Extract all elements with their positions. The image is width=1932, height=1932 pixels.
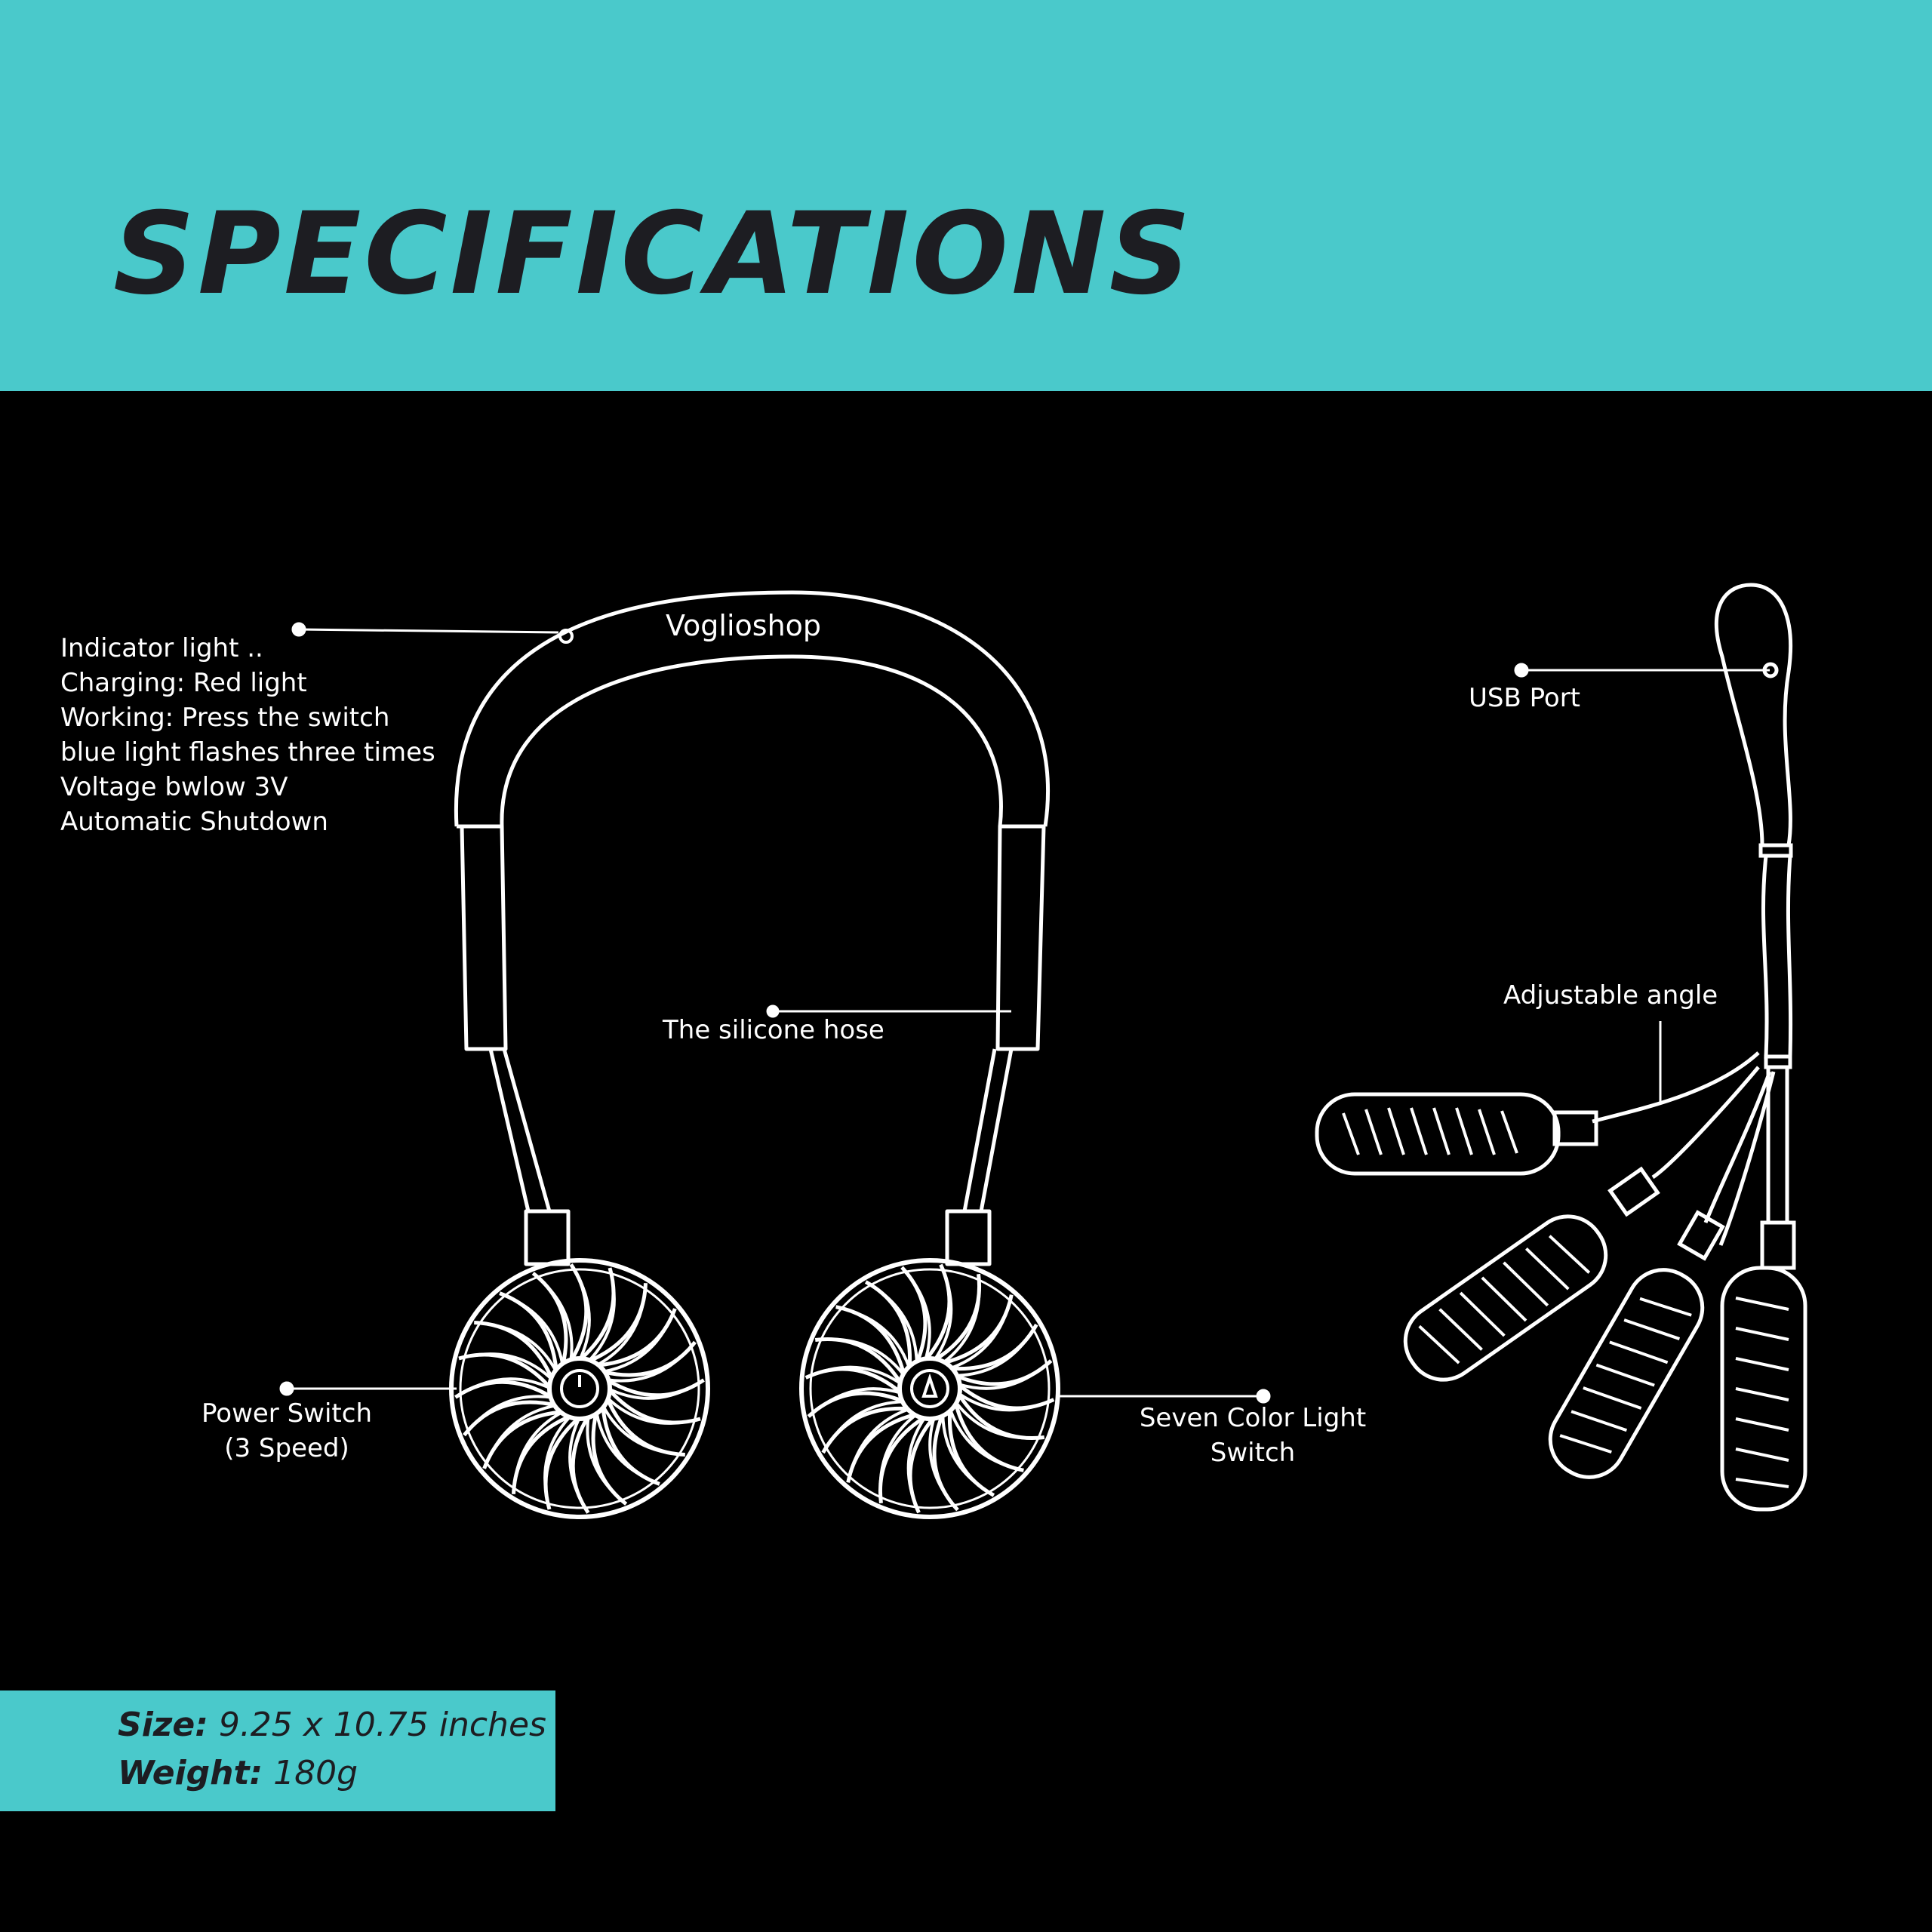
- indicator-line: Charging: Red light: [60, 668, 307, 698]
- seven-color-light-label: Seven Color Light Switch: [1132, 1401, 1374, 1470]
- page-title: SPECIFICATIONS: [113, 189, 1194, 320]
- power-switch-label: Power Switch (3 Speed): [181, 1396, 392, 1466]
- weight-value: 180g: [273, 1754, 358, 1792]
- indicator-line: Indicator light ..: [60, 633, 263, 663]
- spec-box: Size: 9.25 x 10.75 inches Weight: 180g: [0, 1690, 555, 1811]
- side-view: [1315, 583, 1807, 1512]
- indicator-line: Voltage bwlow 3V: [60, 772, 288, 802]
- size-value: 9.25 x 10.75 inches: [218, 1706, 546, 1744]
- adjustable-angle-label: Adjustable angle: [1503, 980, 1718, 1011]
- seven-color-switch: Switch: [1210, 1438, 1296, 1468]
- indicator-line: blue light flashes three times: [60, 737, 435, 768]
- indicator-line: Automatic Shutdown: [60, 807, 328, 837]
- indicator-line: Working: Press the switch: [60, 703, 390, 733]
- power-switch-line: Power Switch: [201, 1398, 372, 1429]
- size-row: Size: 9.25 x 10.75 inches: [118, 1706, 546, 1744]
- silicone-hose-label: The silicone hose: [663, 1015, 884, 1045]
- weight-row: Weight: 180g: [118, 1754, 358, 1792]
- usb-port-label: USB Port: [1469, 683, 1581, 713]
- neckband: [454, 590, 1051, 1266]
- right-fan: [799, 1258, 1060, 1519]
- diagram-area: [0, 391, 1932, 1932]
- size-label: Size:: [118, 1706, 208, 1744]
- power-switch-speed: (3 Speed): [224, 1433, 349, 1463]
- callout-lines: [279, 622, 1770, 1404]
- header-banner: SPECIFICATIONS: [0, 0, 1932, 391]
- left-fan: [449, 1258, 710, 1519]
- brand-logo-text: Voglioshop: [666, 609, 822, 642]
- indicator-light-note: Indicator light .. Charging: Red light W…: [60, 631, 435, 839]
- weight-label: Weight:: [118, 1754, 263, 1792]
- seven-color-line: Seven Color Light: [1139, 1403, 1367, 1433]
